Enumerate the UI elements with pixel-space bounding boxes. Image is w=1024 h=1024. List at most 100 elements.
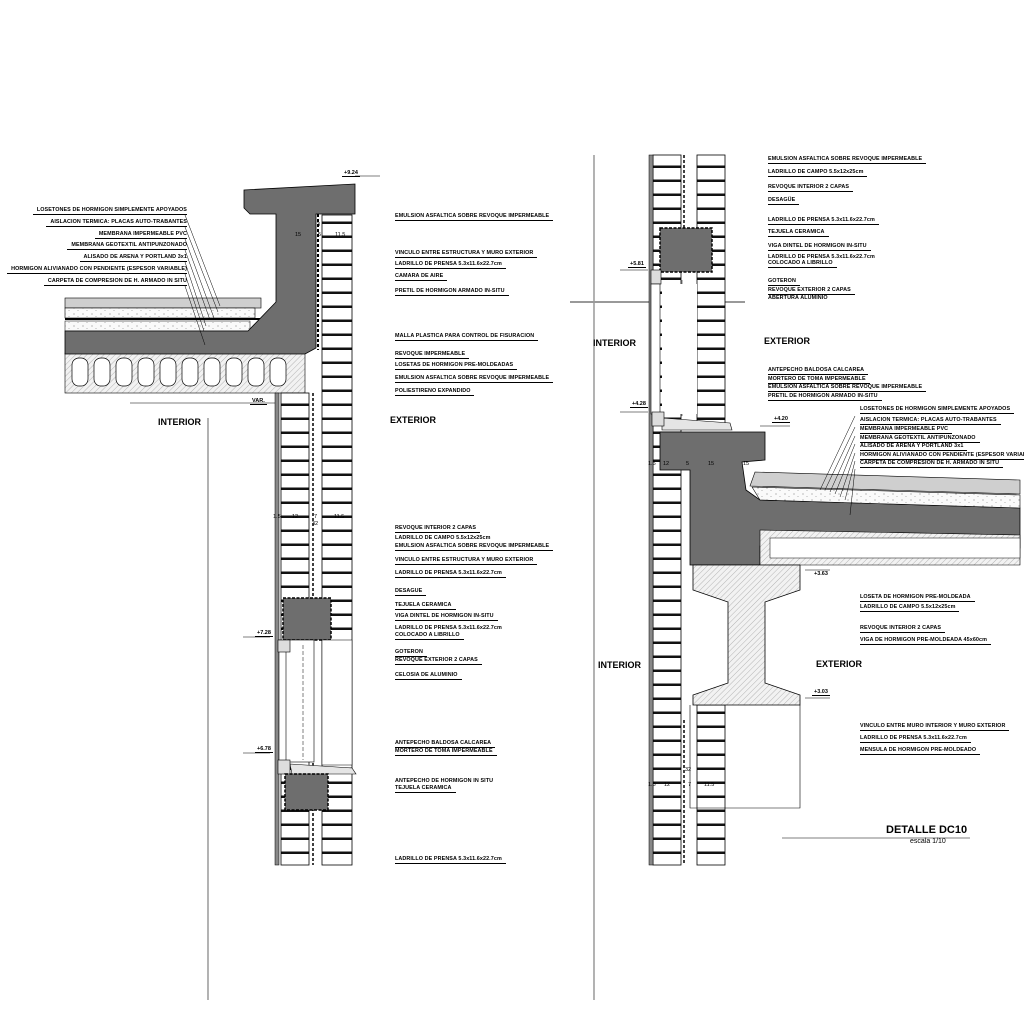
callout-label: VIGA DINTEL DE HORMIGON IN-SITU [395, 613, 498, 621]
dimension: 32 [685, 767, 692, 773]
callout-label: TEJUELA CERAMICA [768, 229, 829, 237]
callout-label: ALISADO DE ARENA Y PORTLAND 3x1 [860, 443, 968, 451]
dimension: 11.5 [334, 514, 345, 520]
concrete-slab [659, 431, 1021, 566]
callout-label: TEJUELA CERAMICA [395, 785, 456, 793]
callout-label: LADRILLO DE CAMPO 5.5x12x25cm [768, 169, 868, 177]
detail-scale: escala 1/10 [910, 838, 946, 845]
right-detail [570, 154, 1021, 1000]
zone-label-interior: INTERIOR [598, 660, 642, 670]
callout-label: CELOSIA DE ALUMINIO [395, 672, 462, 680]
callout-label: MORTERO DE TOMA IMPERMEABLE [768, 376, 870, 384]
callout-label: DESAGÜE [768, 197, 800, 205]
callout-label: VINCULO ENTRE ESTRUCTURA Y MURO EXTERIOR [395, 557, 538, 565]
level-marker: +4.20 [772, 416, 790, 423]
dimension: 15 [708, 461, 715, 467]
callout-label: PRETIL DE HORMIGON ARMADO IN-SITU [395, 288, 509, 296]
callout-label: AISLACION TERMICA: PLACAS AUTO-TRABANTES [860, 417, 1001, 425]
level-marker: +5.81 [628, 261, 646, 268]
zone-label-exterior: EXTERIOR [764, 336, 811, 346]
dimension: 5 [686, 461, 690, 467]
callout-label: MEMBRANA IMPERMEABLE PVC [860, 426, 953, 434]
detail-title: DETALLE DC10 [886, 824, 968, 836]
callout-label: VIGA DINTEL DE HORMIGON IN-SITU [768, 243, 871, 251]
level-marker: +7.28 [255, 630, 273, 637]
zone-label-interior: INTERIOR [593, 338, 637, 348]
exterior-brick-wall [696, 154, 726, 426]
callout-label: REVOQUE IMPERMEABLE [395, 351, 470, 359]
callout-label: VINCULO ENTRE ESTRUCTURA Y MURO EXTERIOR [395, 250, 538, 258]
callout-label: AISLACION TERMICA: PLACAS AUTO-TRABANTES [46, 219, 187, 227]
dimension: 5 [318, 232, 322, 238]
callout-label: ANTEPECHO DE HORMIGON IN SITU [395, 778, 494, 784]
callout-label: LADRILLO DE PRENSA 5.3x11.6x22.7cm [395, 625, 502, 631]
callout-label: LOSETA DE HORMIGON PRE-MOLDEADA [860, 594, 975, 602]
callout-label: LADRILLO DE CAMPO 5.5x12x25cm [860, 604, 960, 612]
level-marker: +6.78 [255, 746, 273, 753]
callout-label: LADRILLO DE PRENSA 5.3x11.6x22.7cm [768, 254, 875, 260]
zone-label-exterior: EXTERIOR [390, 415, 437, 425]
callout-label: TEJUELA CERAMICA [395, 602, 456, 610]
callout-label: CARPETA DE COMPRESION DE H. ARMADO IN SI… [860, 460, 1004, 468]
callout-label: LADRILLO DE PRENSA 5.3x11.6x22.7cm [860, 735, 971, 743]
callout-label: REVOQUE EXTERIOR 2 CAPAS [768, 287, 855, 295]
callout-label: COLOCADO A LIBRILLO [395, 632, 464, 640]
dimension: 32 [312, 521, 319, 527]
dimension: 7 [688, 782, 692, 788]
callout-label: POLIESTIRENO EXPANDIDO [395, 388, 475, 396]
callout-label: REVOQUE EXTERIOR 2 CAPAS [395, 657, 482, 665]
callout-label: LADRILLO DE PRENSA 5.3x11.6x22.7cm [395, 570, 506, 578]
callout-label: VIGA DE HORMIGON PRE-MOLDEADA 45x60cm [860, 637, 992, 645]
callout-label: HORMIGON ALIVIANADO CON PENDIENTE (ESPES… [7, 266, 187, 274]
callout-label: REVOQUE INTERIOR 2 CAPAS [768, 184, 854, 192]
concrete-parapet [64, 183, 356, 355]
zone-label-exterior: EXTERIOR [816, 659, 863, 669]
callout-label: PRETIL DE HORMIGON ARMADO IN-SITU [768, 393, 882, 401]
callout-label: VINCULO ENTRE MURO INTERIOR Y MURO EXTER… [860, 723, 1010, 731]
callout-label: LOSETAS DE HORMIGON PRE-MOLDEADAS [395, 362, 518, 370]
callout-label: EMULSION ASFALTICA SOBRE REVOQUE IMPERME… [395, 213, 554, 221]
dimension: 15 [295, 232, 302, 238]
callout-label: LADRILLO DE PRENSA 5.3x11.6x22.7cm [768, 217, 879, 225]
dimension: 12 [664, 782, 671, 788]
callout-label: REVOQUE INTERIOR 2 CAPAS [395, 525, 481, 533]
callout-label: EMULSION ASFALTICA SOBRE REVOQUE IMPERME… [395, 375, 554, 383]
callout-label: DESAGUE [395, 588, 427, 596]
callout-label: MORTERO DE TOMA IMPERMEABLE [395, 748, 497, 756]
dimension: 12 [663, 461, 670, 467]
callout-label: LADRILLO DE CAMPO 5.5x12x25cm [395, 535, 491, 541]
level-marker: +3.63 [814, 571, 828, 577]
dimension: 11.5 [704, 782, 715, 788]
dimension: 11.5 [335, 232, 346, 238]
dimension: 1.5 [648, 782, 656, 788]
callout-label: REVOQUE INTERIOR 2 CAPAS [860, 625, 946, 633]
level-marker: +4.28 [630, 401, 648, 408]
callout-label: EMULSION ASFALTICA SOBRE REVOQUE IMPERME… [768, 156, 927, 164]
callout-label: ABERTURA ALUMINIO [768, 295, 828, 301]
left-detail [64, 175, 380, 1000]
callout-label: EMULSION ASFALTICA SOBRE REVOQUE IMPERME… [395, 543, 554, 551]
callout-label: MALLA PLASTICA PARA CONTROL DE FISURACIO… [395, 333, 539, 341]
callout-label: MEMBRANA GEOTEXTIL ANTIPUNZONADO [67, 242, 187, 250]
callout-label: ANTEPECHO BALDOSA CALCAREA [395, 740, 496, 748]
callout-label: LOSETONES DE HORMIGON SIMPLEMENTE APOYAD… [860, 406, 1015, 414]
callout-label: CARPETA DE COMPRESION DE H. ARMADO IN SI… [43, 278, 187, 286]
dimension: 1.5 [273, 514, 281, 520]
callout-label: GOTERON [768, 278, 800, 286]
precast-beam [692, 564, 801, 706]
dimension: 3 [317, 222, 321, 228]
corbel-outline [689, 705, 801, 809]
callout-label: ALISADO DE ARENA Y PORTLAND 3x1 [79, 254, 187, 262]
dimension: 1.5 [648, 461, 656, 467]
callout-label: HORMIGON ALIVIANADO CON PENDIENTE (ESPES… [860, 452, 1024, 460]
callout-label: EMULSION ASFALTICA SOBRE REVOQUE IMPERME… [768, 384, 927, 392]
level-marker: VAR. [250, 398, 267, 405]
level-marker: +9.24 [342, 170, 360, 177]
level-marker: +3.03 [812, 689, 830, 696]
dimension: 7 [314, 514, 318, 520]
callout-label: LADRILLO DE PRENSA 5.3x11.6x22.7cm [395, 856, 506, 864]
callout-label: LADRILLO DE PRENSA 5.3x11.6x22.7cm [395, 261, 506, 269]
dimension: 15 [743, 461, 750, 467]
callout-label: COLOCADO A LIBRILLO [768, 260, 837, 268]
